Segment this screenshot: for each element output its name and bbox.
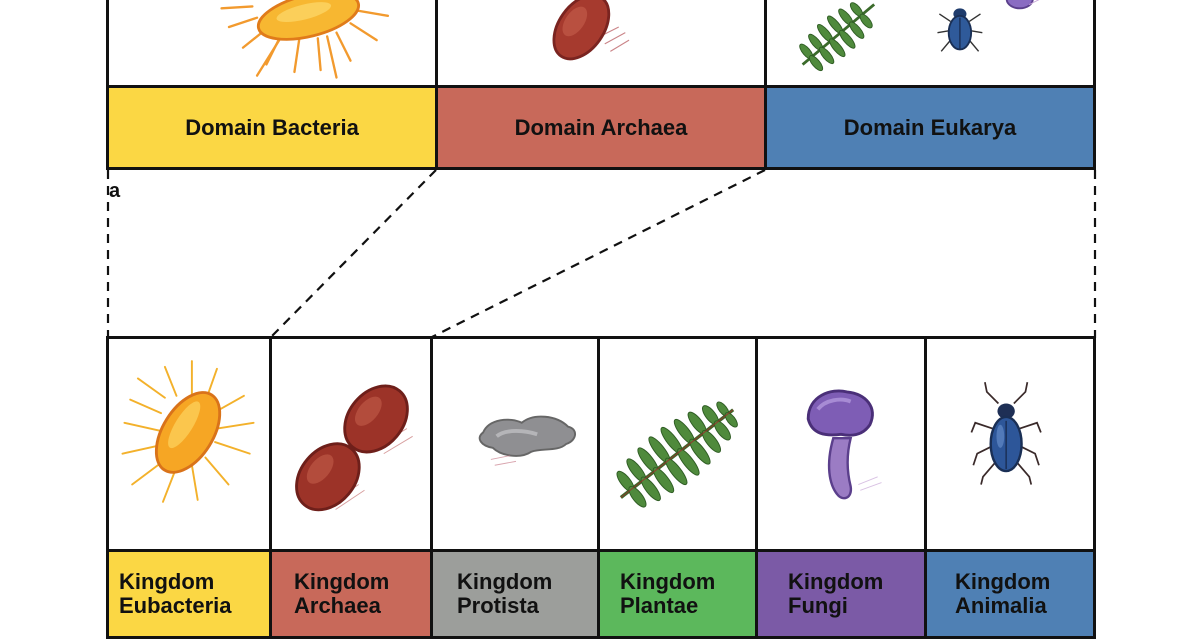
kingdom-animalia-line2: Animalia <box>955 593 1047 618</box>
rod-bacterium-icon <box>220 0 390 79</box>
kingdom-eubacteria-line1: Kingdom <box>119 569 215 594</box>
panel-label: a <box>109 180 121 202</box>
domain-bacteria-image <box>106 0 438 88</box>
fern-icon <box>616 401 738 508</box>
kingdom-eubacteria-label: Kingdom Eubacteria <box>106 549 272 639</box>
kingdom-protista-line1: Kingdom <box>457 569 553 594</box>
protist-icon <box>478 415 577 466</box>
archaeon-icon <box>552 0 630 61</box>
domain-bacteria-label: Domain Bacteria <box>106 85 438 170</box>
kingdom-plantae-line1: Kingdom <box>620 569 716 594</box>
kingdom-protista-image <box>430 336 600 552</box>
domain-eukarya-text: Domain Eukarya <box>843 114 1017 140</box>
connector-archaea-eukarya <box>429 169 766 339</box>
kingdom-plantae-line2: Plantae <box>620 593 699 618</box>
kingdom-eubacteria-image <box>106 336 272 552</box>
domain-archaea-text: Domain Archaea <box>514 114 688 140</box>
kingdom-animalia-line1: Kingdom <box>955 569 1051 594</box>
kingdom-fungi-line1: Kingdom <box>788 569 884 594</box>
domain-eukarya-image <box>764 0 1096 88</box>
kingdom-fungi-line2: Fungi <box>788 593 848 618</box>
kingdom-plantae-image <box>597 336 758 552</box>
beetle-icon <box>937 8 983 52</box>
kingdom-archaea-label: Kingdom Archaea <box>269 549 433 639</box>
kingdom-fungi-label: Kingdom Fungi <box>755 549 927 639</box>
kingdom-protista-label: Kingdom Protista <box>430 549 600 639</box>
archaeon-icon <box>295 384 413 512</box>
domain-archaea-image <box>435 0 767 88</box>
fern-beetle-mushroom-icon <box>799 0 1040 72</box>
kingdom-archaea-line1: Kingdom <box>294 569 390 594</box>
kingdom-animalia-image <box>924 336 1096 552</box>
domain-bacteria-text: Domain Bacteria <box>185 114 359 140</box>
domain-archaea-label: Domain Archaea <box>435 85 767 170</box>
kingdom-archaea-image <box>269 336 433 552</box>
kingdom-protista-line2: Protista <box>457 593 539 618</box>
mushroom-icon <box>806 389 882 500</box>
bacterium-icon <box>121 360 255 503</box>
domain-eukarya-label: Domain Eukarya <box>764 85 1096 170</box>
kingdom-plantae-label: Kingdom Plantae <box>597 549 758 639</box>
kingdom-eubacteria-line2: Eubacteria <box>119 593 232 618</box>
kingdom-fungi-image <box>755 336 927 552</box>
beetle-icon <box>970 382 1042 485</box>
kingdom-animalia-label: Kingdom Animalia <box>924 549 1096 639</box>
kingdom-archaea-line2: Archaea <box>294 593 381 618</box>
connector-bacteria-archaea <box>269 169 437 339</box>
